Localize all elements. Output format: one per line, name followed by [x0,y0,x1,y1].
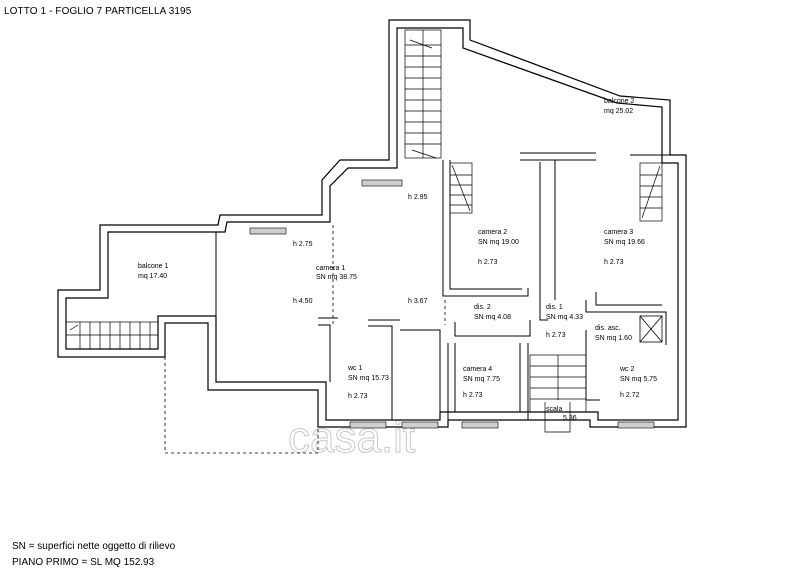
summary-text: PIANO PRIMO = SL MQ 152.93 [12,557,155,568]
elevator-shaft [639,315,663,343]
room-wc-2: wc 2 SN mq 5.75 h 2.72 [619,366,657,399]
room-area: mq 25.02 [604,108,633,115]
room-area: SN mq 4.33 [546,314,583,321]
room-scala: scala 5.36 [546,406,577,422]
room-name: balcone 2 [604,98,634,105]
room-camera-3: camera 3 SN mq 19.66 h 2.73 [604,229,645,266]
room-name: dis. 2 [474,304,491,311]
room-dis-asc: dis. asc. SN mq 1.60 [595,325,632,342]
room-camera-2: camera 2 SN mq 19.00 h 2.73 [478,229,519,266]
room-height: h 2.73 [463,392,483,399]
room-height: h 2.73 [348,393,368,400]
stair-top [404,29,442,159]
room-name: dis. asc. [595,325,621,332]
stair-camera2 [449,162,473,214]
room-height: h 2.72 [620,392,640,399]
room-balcone-2: balcone 2 mq 25.02 [604,98,634,115]
room-camera-4: camera 4 SN mq 7.75 h 2.73 [463,366,500,399]
room-height: h 4.50 [293,298,313,305]
stair-left [65,321,159,350]
room-area: SN mq 15.73 [348,375,389,382]
room-area: mq 17.40 [138,273,167,280]
room-height: h 3.67 [408,298,428,305]
room-camera-1: camera 1 SN mq 38.75 h 2.75 h 4.50 h 3.6… [293,194,428,305]
room-name: dis. 1 [546,304,563,311]
room-height: h 2.73 [604,259,624,266]
stair-scala [529,354,587,433]
room-height: h 2.95 [408,194,428,201]
room-dis-2: dis. 2 SN mq 4.08 [474,304,511,321]
room-area: SN mq 38.75 [316,274,357,281]
room-area: 5.36 [563,415,577,422]
room-wc-1: wc 1 SN mq 15.73 h 2.73 [347,365,389,400]
room-name: scala [546,406,562,413]
room-balcone-1: balcone 1 mq 17.40 [138,263,168,280]
legend-text: SN = superfici nette oggetto di rilievo [12,541,176,552]
room-name: wc 1 [347,365,363,372]
room-area: SN mq 4.08 [474,314,511,321]
room-area: SN mq 1.60 [595,335,632,342]
interior-walls [215,152,670,420]
room-name: camera 3 [604,229,633,236]
outer-walls [57,19,687,428]
room-height: h 2.75 [293,241,313,248]
stair-camera3 [639,162,663,222]
room-area: SN mq 5.75 [620,376,657,383]
room-name: camera 4 [463,366,492,373]
room-dis-1: dis. 1 SN mq 4.33 h 2.73 [546,304,583,339]
room-height: h 2.73 [478,259,498,266]
room-name: camera 2 [478,229,507,236]
room-area: SN mq 19.66 [604,239,645,246]
plan-title: LOTTO 1 - FOGLIO 7 PARTICELLA 3195 [4,6,192,17]
dashed-lines [164,225,446,454]
room-name: balcone 1 [138,263,168,270]
room-area: SN mq 7.75 [463,376,500,383]
room-height: h 2.73 [546,332,566,339]
watermark: casa.it [288,413,415,462]
windows [249,179,655,429]
room-name: camera 1 [316,265,345,272]
room-name: wc 2 [619,366,635,373]
room-area: SN mq 19.00 [478,239,519,246]
